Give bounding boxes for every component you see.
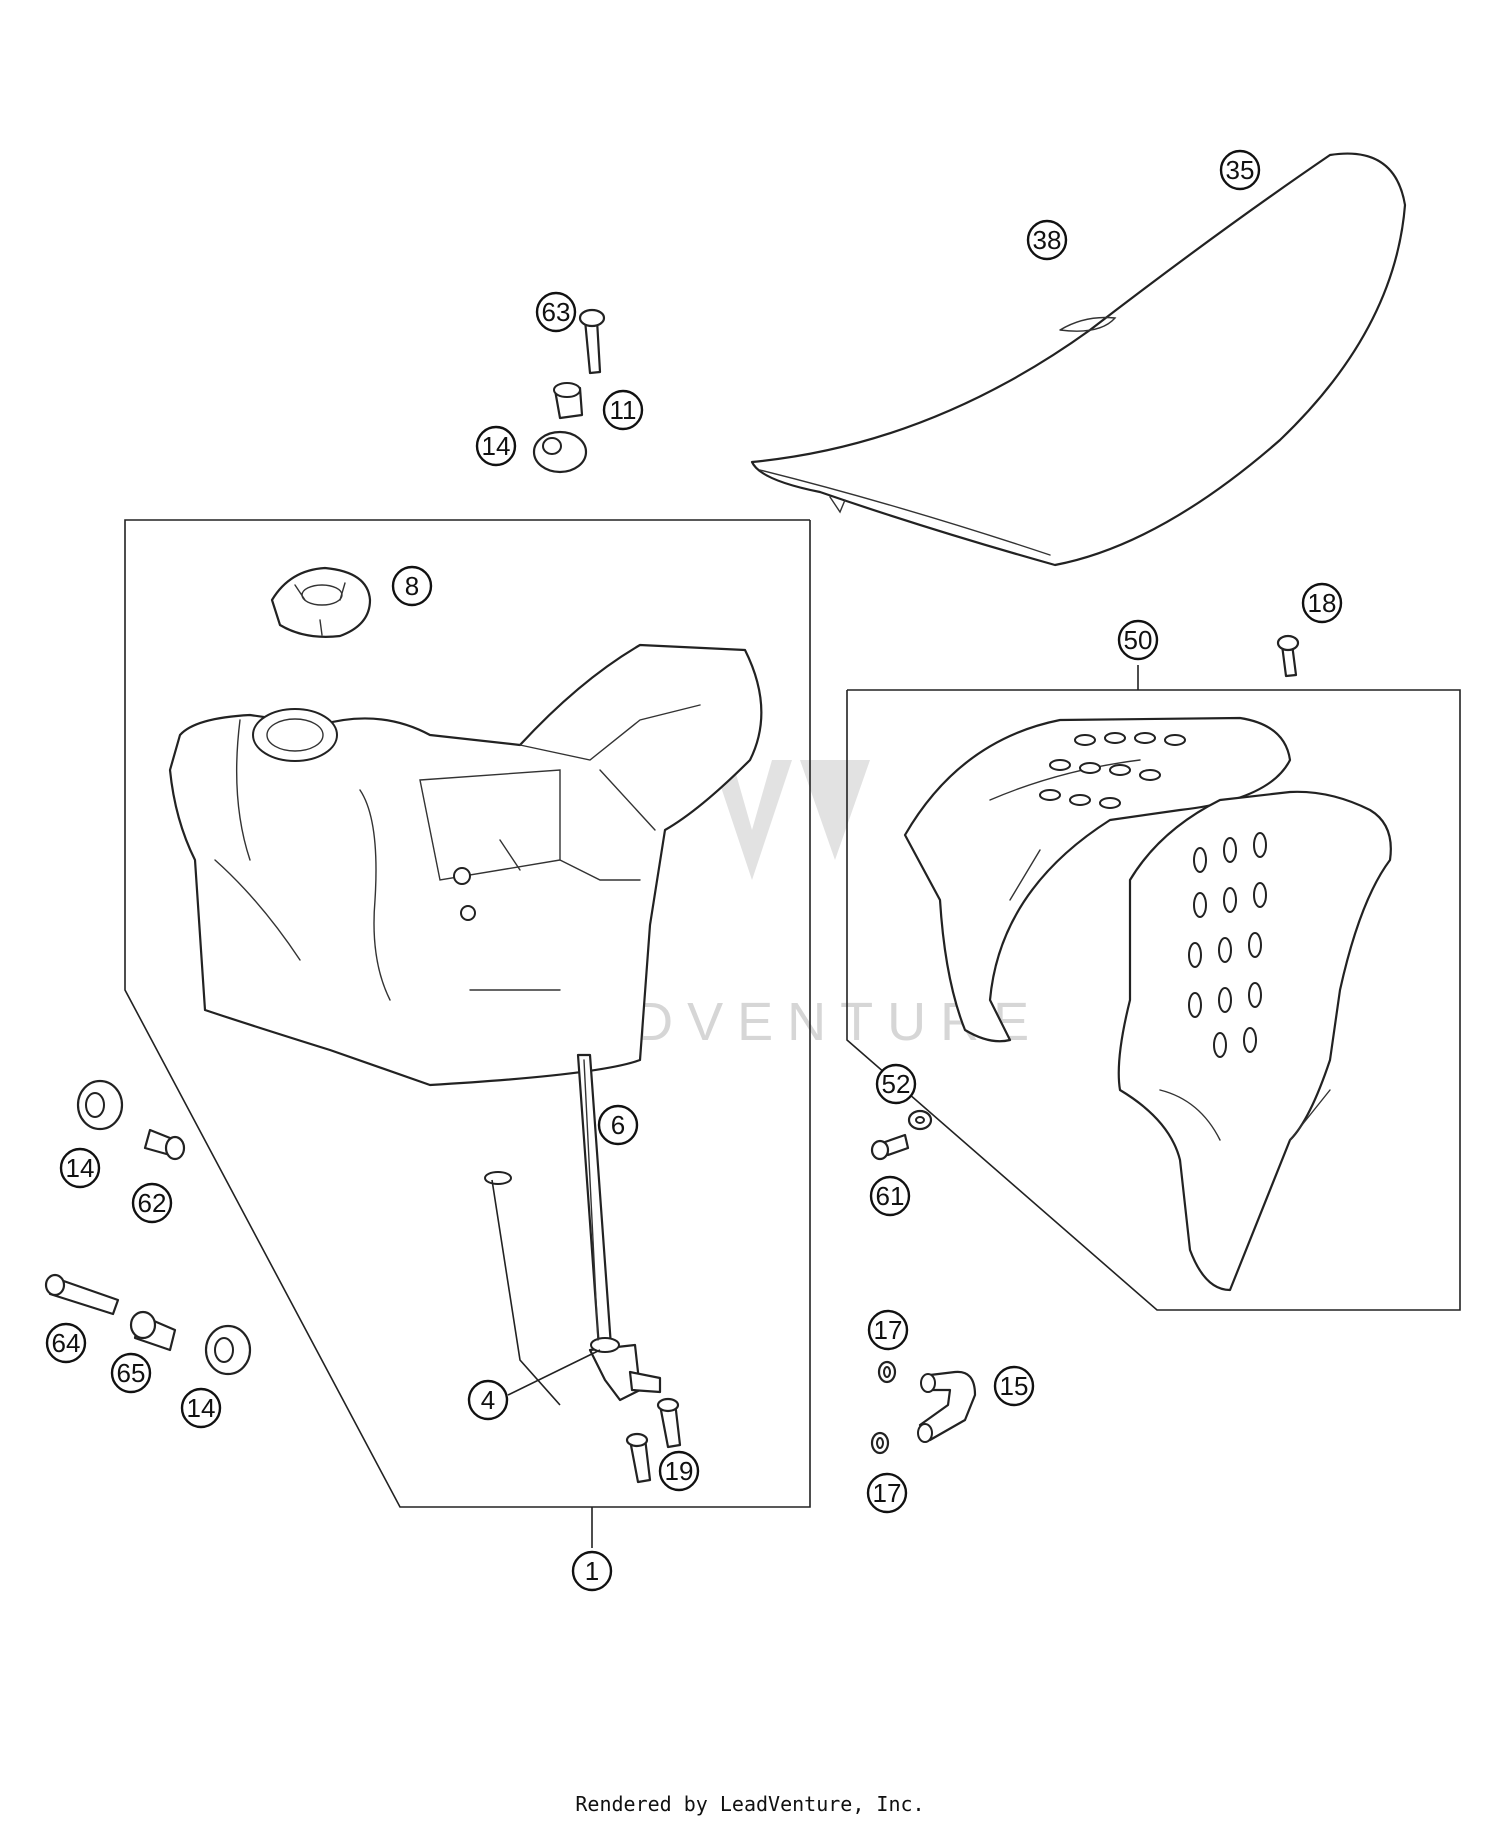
- callout-17-top[interactable]: 17: [867, 1309, 909, 1351]
- callout-65[interactable]: 65: [110, 1352, 152, 1394]
- callout-4[interactable]: 4: [467, 1379, 509, 1421]
- callout-6[interactable]: 6: [597, 1104, 639, 1146]
- rubber-14-left: [76, 1079, 124, 1131]
- svg-text:15: 15: [1000, 1371, 1029, 1401]
- svg-text:14: 14: [66, 1153, 95, 1183]
- footer-credit: Rendered by LeadVenture, Inc.: [575, 1792, 925, 1816]
- callout-11[interactable]: 11: [602, 389, 644, 431]
- callout-17-bottom[interactable]: 17: [866, 1472, 908, 1514]
- callout-50[interactable]: 50: [1117, 619, 1159, 661]
- callout-19[interactable]: 19: [658, 1450, 700, 1492]
- spacer-65: [129, 1310, 177, 1352]
- clamp-17-bottom: [870, 1431, 890, 1455]
- callout-14-lower[interactable]: 14: [180, 1387, 222, 1429]
- svg-text:62: 62: [138, 1188, 167, 1218]
- svg-text:8: 8: [405, 571, 419, 601]
- svg-text:64: 64: [52, 1328, 81, 1358]
- svg-text:6: 6: [611, 1110, 625, 1140]
- callout-35[interactable]: 35: [1219, 149, 1261, 191]
- svg-text:14: 14: [187, 1393, 216, 1423]
- callout-64[interactable]: 64: [45, 1322, 87, 1364]
- seat: [750, 152, 1407, 567]
- screw-62: [143, 1128, 186, 1161]
- svg-text:52: 52: [882, 1069, 911, 1099]
- screw-18: [1276, 634, 1300, 678]
- clamp-17-top: [877, 1360, 897, 1384]
- callout-14-top[interactable]: 14: [475, 425, 517, 467]
- screws-19: [625, 1397, 682, 1484]
- svg-text:17: 17: [873, 1478, 902, 1508]
- callout-8[interactable]: 8: [391, 565, 433, 607]
- fuel-cap: [270, 566, 372, 638]
- svg-text:63: 63: [542, 297, 571, 327]
- washer-52: [907, 1109, 933, 1131]
- callout-38[interactable]: 38: [1026, 219, 1068, 261]
- callout-1[interactable]: 1: [571, 1550, 613, 1592]
- svg-text:17: 17: [874, 1315, 903, 1345]
- svg-text:50: 50: [1124, 625, 1153, 655]
- hose-15: [917, 1370, 977, 1443]
- rubber-grommet-top-14: [532, 430, 588, 474]
- callout-62[interactable]: 62: [131, 1182, 173, 1224]
- svg-text:19: 19: [665, 1456, 694, 1486]
- svg-text:14: 14: [482, 431, 511, 461]
- screw-63: [578, 308, 606, 375]
- spoiler-right: [1117, 790, 1392, 1292]
- spoiler-left: [903, 716, 1292, 1043]
- fuel-tank: [168, 643, 763, 1087]
- o-ring: [484, 1171, 512, 1185]
- bolt-64: [44, 1273, 120, 1316]
- svg-text:18: 18: [1308, 588, 1337, 618]
- svg-text:38: 38: [1033, 225, 1062, 255]
- leader-6: [491, 1179, 561, 1406]
- screw-61: [870, 1133, 910, 1161]
- svg-text:1: 1: [585, 1556, 599, 1586]
- callout-52[interactable]: 52: [875, 1063, 917, 1105]
- svg-text:4: 4: [481, 1385, 495, 1415]
- leader-4: [507, 1349, 601, 1396]
- rubber-14-lower: [204, 1324, 252, 1376]
- bushing-11: [553, 382, 584, 420]
- bracket-group-50: [846, 689, 1461, 1311]
- watermark-logo-icon: [712, 760, 870, 880]
- bracket-group-1: [124, 519, 811, 1508]
- svg-text:61: 61: [876, 1181, 905, 1211]
- svg-text:65: 65: [117, 1358, 146, 1388]
- fuel-tap: [576, 1053, 662, 1402]
- callout-14-left[interactable]: 14: [59, 1147, 101, 1189]
- callout-61[interactable]: 61: [869, 1175, 911, 1217]
- callout-63[interactable]: 63: [535, 291, 577, 333]
- callout-15[interactable]: 15: [993, 1365, 1035, 1407]
- svg-text:11: 11: [610, 395, 637, 425]
- callout-18[interactable]: 18: [1301, 582, 1343, 624]
- svg-text:35: 35: [1226, 155, 1255, 185]
